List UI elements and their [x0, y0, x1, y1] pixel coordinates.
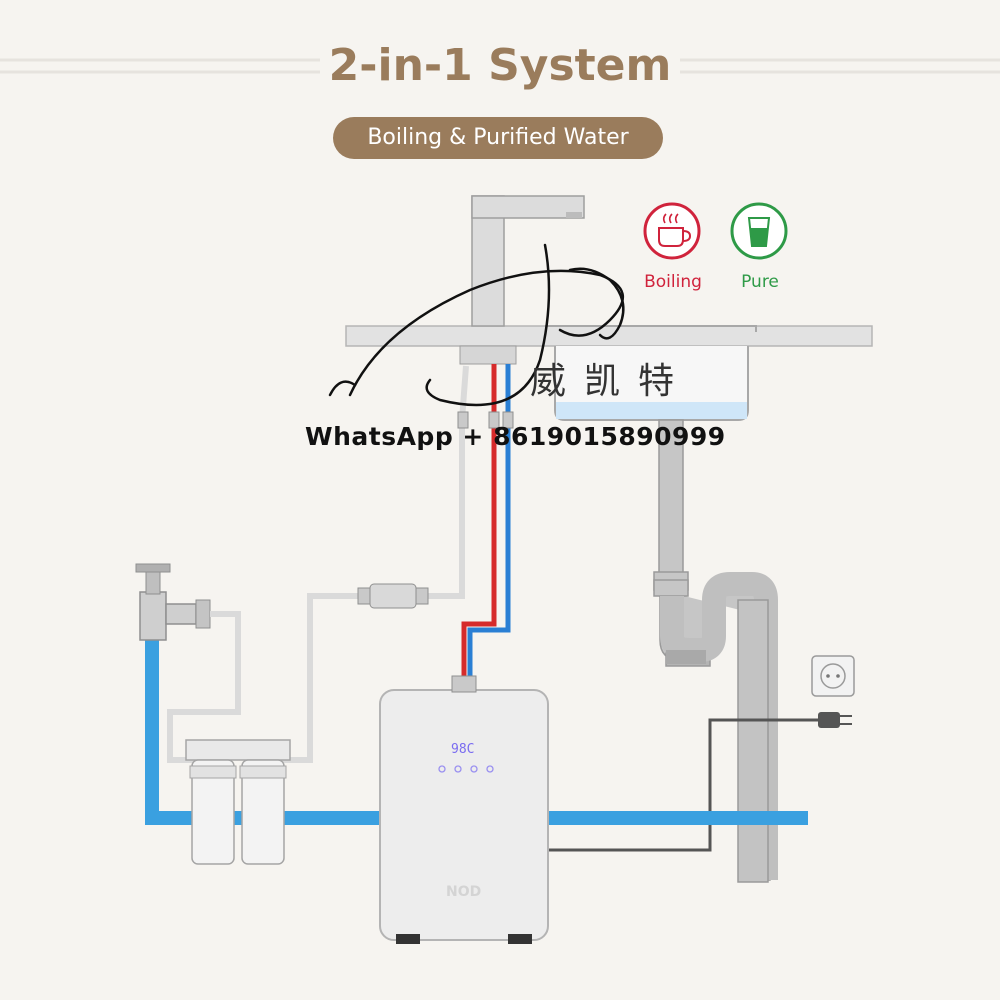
power-plug [818, 712, 852, 728]
drain-trap-bend [660, 572, 778, 880]
water-filter-unit [185, 739, 291, 865]
faucet [459, 195, 585, 365]
boiler-unit [379, 675, 549, 944]
inlet-hose [167, 611, 241, 763]
filter-outlet-hose [280, 593, 362, 763]
pure-water-line [467, 364, 511, 680]
wall-socket [811, 655, 855, 697]
sink-basin [545, 325, 757, 421]
subtitle-badge: Boiling & Purified Water [333, 117, 663, 159]
inline-valve [357, 583, 429, 609]
unit-brand: NOD [446, 884, 482, 900]
supply-pipe [145, 640, 808, 825]
faucet-connectors [457, 411, 514, 429]
hot-water-line [461, 364, 497, 680]
cjk-watermark: 威凯特 [530, 361, 693, 402]
faucet-cold-line [426, 365, 469, 599]
signature-watermark [328, 243, 625, 407]
coffee-cup-icon [643, 202, 701, 260]
drain-trap-nut [666, 650, 706, 664]
page-title: 2-in-1 System [328, 40, 672, 91]
drain-standpipe [737, 599, 769, 883]
whatsapp-contact: WhatsApp + 8619015890999 [305, 422, 726, 451]
boiling-label: Boiling [644, 272, 702, 292]
pure-label: Pure [741, 272, 779, 292]
angle-valve [135, 563, 211, 641]
temperature-display: 98C [451, 742, 475, 757]
water-glass-icon [730, 202, 788, 260]
countertop [345, 325, 873, 347]
header-decoration [0, 58, 1000, 74]
power-cable [548, 718, 818, 852]
